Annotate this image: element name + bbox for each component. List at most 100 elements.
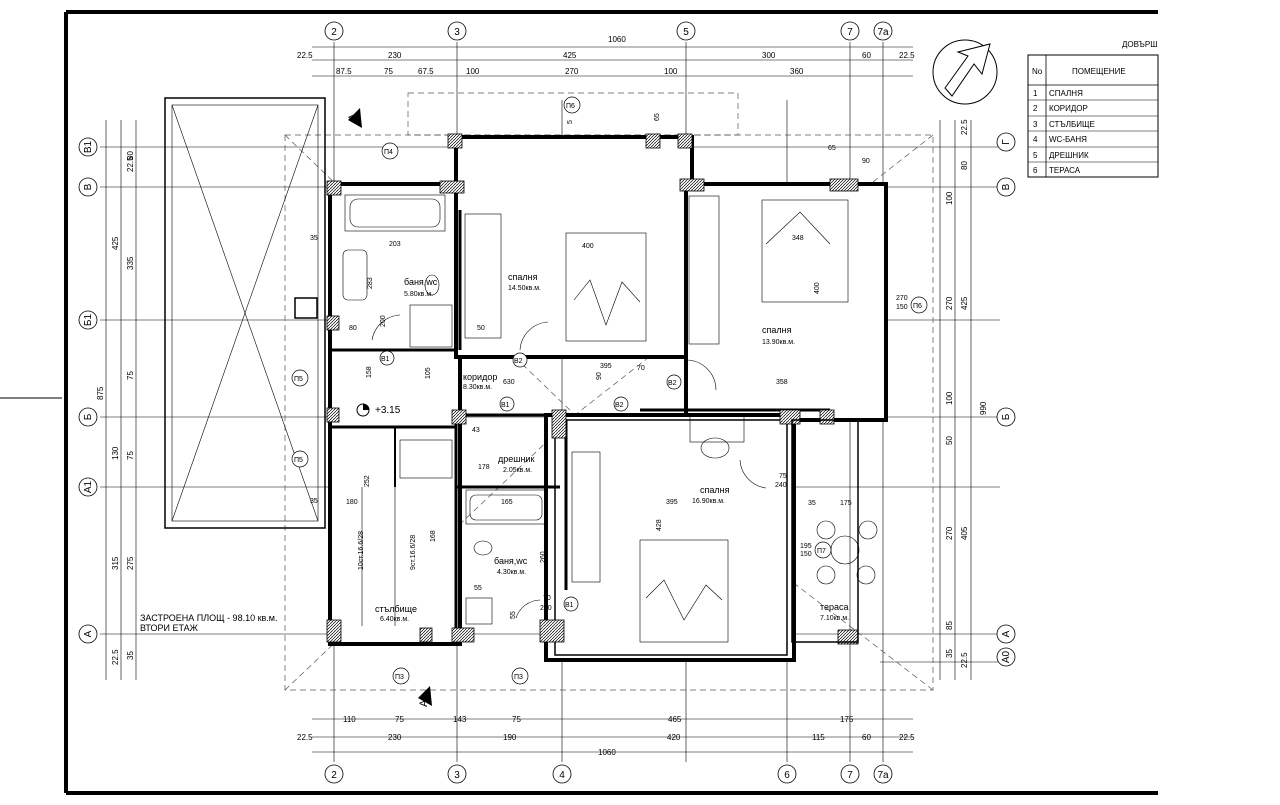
built-area-note: ЗАСТРОЕНА ПЛОЩ - 98.10 кв.м. [140,613,278,623]
opening-tag: В2 [668,380,677,387]
dim-text: 275 [126,556,135,570]
axis-label-6: 6 [784,770,790,781]
dim-text: 50 [477,325,485,332]
dim-text: 85 [945,621,954,630]
dim-text: 22.5 [960,119,969,135]
interior-dims: 400 348 400 630 358 395 428 203 283 165 … [310,113,908,619]
furniture [342,194,878,643]
dim-text: 70 [637,365,645,372]
legend-col-no: No [1032,67,1043,76]
room-name-corridor: коридор [463,372,497,382]
dim-text: 35 [808,500,816,507]
adjacent-structure [164,97,326,529]
dim-text: 150 [896,304,908,311]
dim-text: 420 [667,733,681,742]
room-area-bath2: 4.30кв.м. [497,569,526,576]
dim-text: 75 [384,67,393,76]
section-label: А [347,113,359,121]
opening-tag: П5 [294,457,303,464]
dims-bottom: 110 75 143 75 465 175 22.5 230 190 420 1… [297,715,915,757]
axis-label: 4 [559,770,565,781]
room-area-bed3: 16.90кв.м. [692,498,725,505]
axis-label: В [83,183,94,190]
dim-text: 9ст.16.6/28 [410,535,417,570]
room-area-bed1: 14.50кв.м. [508,285,541,292]
dims-right: 425 405 990 990 22.5 80 100 270 100 50 2… [945,119,988,668]
axis-label: Б [1001,413,1012,420]
dim-text: 165 [501,499,513,506]
dim-text: 395 [666,499,678,506]
room-name-bath2: баня,wc [494,556,528,566]
dim-text: 75 [779,473,787,480]
dim-text: 100 [466,67,480,76]
room-labels: баня,wc 5.80кв.м. спалня 14.50кв.м. спал… [375,272,849,623]
dim-text: 465 [668,715,682,724]
dim-text: 100 [664,67,678,76]
legend-title: ДОВЪРШ [1122,40,1158,49]
room-name-bath1: баня,wc [404,277,438,287]
dim-text: 22.5 [126,156,135,172]
axis-label: Г [1001,139,1012,145]
legend-row-no: 3 [1033,120,1038,129]
axis-label: Б1 [83,314,94,327]
dim-text: 43 [472,427,480,434]
dim-text: 252 [364,475,371,487]
dim-text: 395 [600,363,612,370]
dim-text: 270 [565,67,579,76]
dim-text: 425 [111,236,120,250]
legend-row-name: ДРЕШНИК [1049,151,1089,160]
dim-text: 115 [812,733,825,742]
dim-text: 50 [945,436,954,445]
dimension-lines [105,46,972,753]
dim-text: 428 [656,519,663,531]
dim-text: 35 [126,651,135,660]
room-name-bed3: спалня [700,485,730,495]
dim-text: 55 [510,611,517,619]
dim-text: 240 [775,482,787,489]
legend-row-name: КОРИДОР [1049,104,1088,113]
dim-text: 75 [395,715,404,724]
dim-text: 55 [474,585,482,592]
dim-text: 203 [389,241,401,248]
dim-text: 400 [814,282,821,294]
opening-tag: П6 [913,303,922,310]
dim-text: 168 [430,530,437,542]
legend-row-no: 6 [1033,166,1038,175]
axis-label: 7а [877,27,889,38]
legend-row-name: ТЕРАСА [1049,166,1081,175]
dim-text: 875 [96,386,105,400]
legend-row-name: WC-БАНЯ [1049,135,1087,144]
dim-text: 158 [366,366,373,378]
axis-label: Б [83,413,94,420]
opening-tag: В1 [501,402,510,409]
dim-text: 10ст.16.6/28 [358,531,365,570]
level-mark: +3.15 [375,405,401,416]
dim-text: 270 [945,296,954,310]
dim-text: 75 [512,715,521,724]
dims-left: 425 875 130 315 22.5 80 335 75 75 275 35… [96,151,135,665]
legend-row-no: 2 [1033,104,1038,113]
dim-text: 260 [540,551,547,563]
dim-text: 1060 [598,748,616,757]
dim-text: 175 [840,715,854,724]
dim-text: 90 [596,372,603,380]
axis-label: А [1001,630,1012,637]
dim-text: 5 [567,120,574,124]
floor-note: ВТОРИ ЕТАЖ [140,623,199,633]
dim-text: 270 [896,295,908,302]
dim-text: 75 [126,451,135,460]
dim-text: 90 [862,158,870,165]
dim-text: 270 [945,526,954,540]
dim-text: 22.5 [960,652,969,668]
legend-row-no: 4 [1033,135,1038,144]
dim-text: 315 [111,556,120,570]
opening-tag: П6 [566,103,575,110]
opening-tag: П3 [514,674,523,681]
drawing-frame [0,10,1158,795]
dim-text: 405 [960,526,969,540]
opening-tag: П5 [294,376,303,383]
room-name-closet: дрешник [498,454,534,464]
dim-text: 358 [776,379,788,386]
axis-label: 7а [877,770,889,781]
dim-text: 990 [979,401,988,415]
